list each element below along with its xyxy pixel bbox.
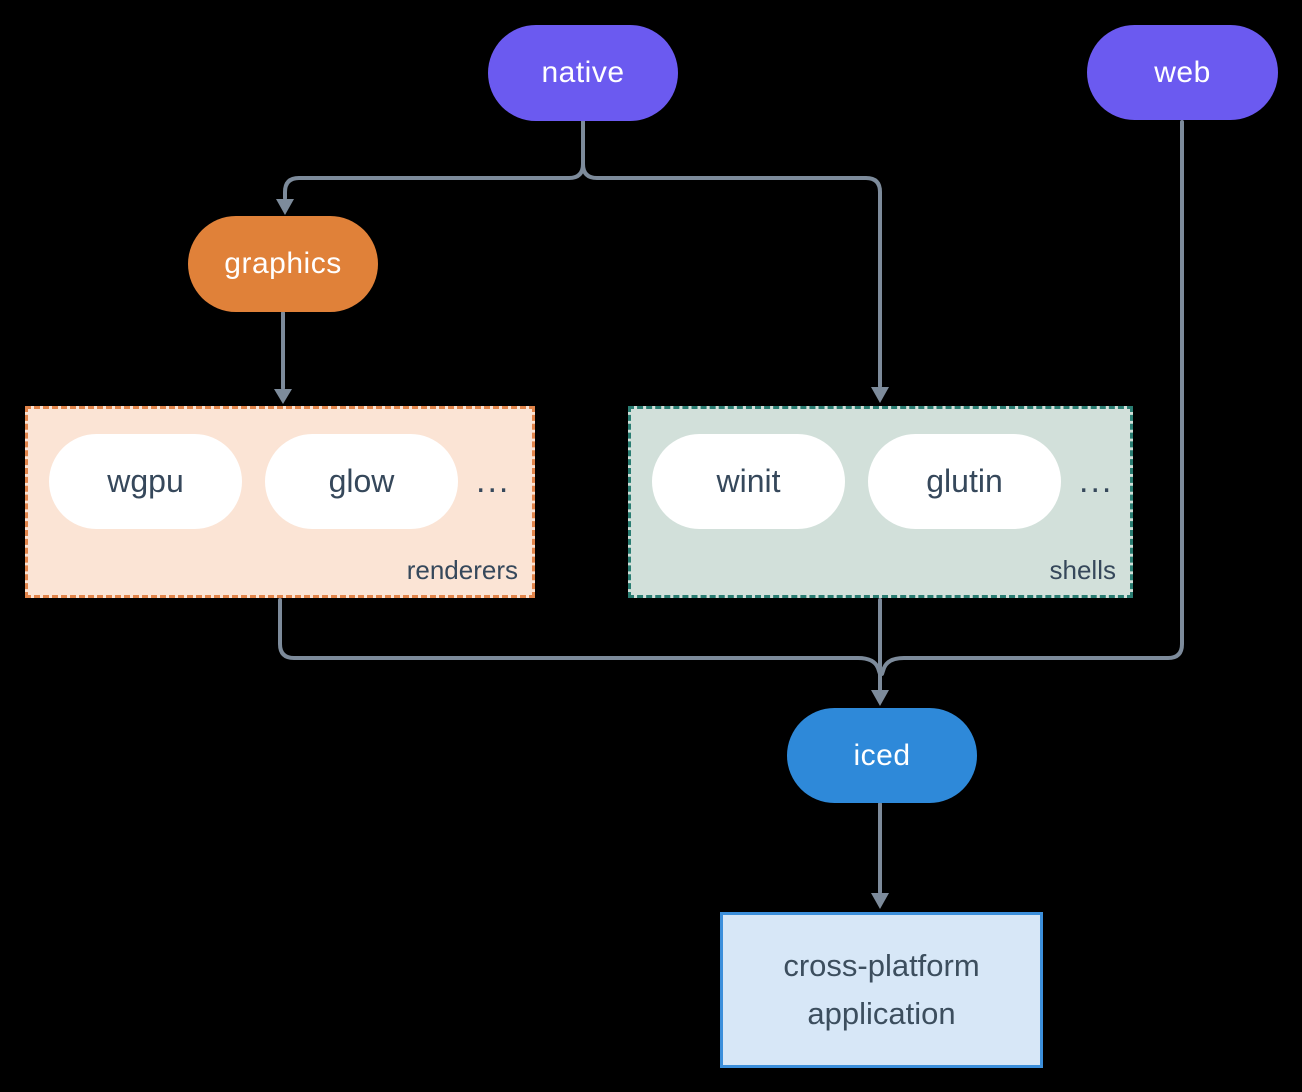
node-iced: iced: [787, 708, 977, 803]
edge-native-shells: [581, 120, 882, 388]
arrowhead-renderers: [274, 389, 292, 404]
node-wgpu-label: wgpu: [107, 463, 184, 499]
node-glutin-label: glutin: [926, 463, 1003, 499]
group-shells: winit glutin ... shells: [628, 406, 1133, 598]
node-graphics-label: graphics: [224, 247, 342, 280]
node-native-label: native: [541, 56, 625, 89]
node-glow-label: glow: [328, 463, 395, 499]
arrowhead-iced: [871, 690, 889, 706]
node-winit: winit: [652, 434, 845, 529]
node-glutin: glutin: [868, 434, 1061, 529]
node-native: native: [488, 25, 678, 121]
renderers-group-label: renderers: [406, 555, 518, 585]
node-web-label: web: [1154, 55, 1211, 89]
renderers-ellipsis: ...: [476, 462, 511, 500]
node-cross-platform-application: cross-platform application: [720, 912, 1043, 1068]
arrowhead-shells: [871, 387, 889, 403]
arrowhead-graphics: [276, 199, 294, 215]
node-graphics: graphics: [188, 216, 378, 312]
node-iced-label: iced: [853, 738, 911, 772]
edge-renderers-iced: [278, 598, 882, 676]
node-wgpu: wgpu: [49, 434, 242, 529]
shells-ellipsis: ...: [1079, 462, 1114, 500]
group-renderers: wgpu glow ... renderers: [25, 406, 535, 598]
edge-native-graphics: [283, 120, 585, 200]
node-winit-label: winit: [716, 463, 781, 499]
shells-group-label: shells: [1049, 555, 1116, 585]
node-glow: glow: [265, 434, 458, 529]
arrowhead-app: [871, 893, 889, 909]
node-web: web: [1087, 25, 1278, 120]
node-app-label: cross-platform application: [783, 947, 980, 1031]
